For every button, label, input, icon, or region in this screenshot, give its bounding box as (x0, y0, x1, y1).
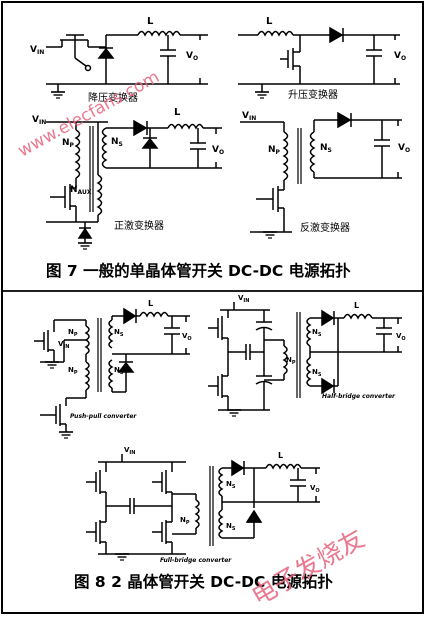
halfbridge-ns2-label: NS (312, 368, 322, 378)
flyback-np-label: NP (268, 145, 281, 156)
forward-np-label: NP (62, 138, 75, 149)
boost-inductor-label: L (266, 16, 273, 27)
pushpull-caption: Push-pull converter (70, 413, 137, 420)
flyback-label: 反激变换器 (300, 221, 350, 234)
halfbridge-converter (208, 302, 402, 411)
buck-converter (46, 30, 208, 92)
watermark-site: 电子发烧友 (247, 524, 370, 612)
pushpull-converter (34, 307, 190, 432)
flyback-ns-label: NS (320, 143, 332, 154)
halfbridge-inductor-label: L (354, 301, 359, 310)
fullbridge-vo-label: VO (310, 484, 320, 494)
pushpull-ns1-label: NS (114, 328, 124, 338)
fullbridge-inductor-label: L (278, 451, 283, 460)
halfbridge-ns1-label: NS (312, 328, 322, 338)
figure8-caption: 图 8 2 晶体管开关 DC-DC 电源拓扑 (74, 572, 333, 591)
fullbridge-caption: Full-bridge converter (160, 557, 232, 564)
forward-vin-label: VIN (32, 115, 46, 126)
fullbridge-ns1-label: NS (226, 480, 236, 490)
fullbridge-converter (86, 454, 320, 555)
flyback-vin-label: VIN (242, 111, 256, 122)
halfbridge-vo-label: VO (396, 332, 406, 342)
forward-inductor-label: L (174, 107, 181, 118)
forward-label: 正激变换器 (114, 219, 164, 232)
buck-label: 降压变换器 (88, 91, 138, 104)
buck-vin-label: VIN (30, 45, 44, 56)
halfbridge-caption: Half-bridge converter (322, 393, 396, 400)
buck-inductor-label: L (147, 16, 154, 27)
pushpull-vo-label: VO (182, 332, 192, 342)
pushpull-np1-label: NP (68, 328, 78, 338)
halfbridge-np-label: NP (286, 356, 296, 366)
flyback-vo-label: VO (398, 143, 410, 154)
flyback-converter (240, 111, 402, 233)
forward-naux-label: NAUX (70, 185, 92, 196)
boost-label: 升压变换器 (288, 88, 338, 101)
forward-vo-label: VO (212, 145, 224, 156)
boost-converter (238, 26, 400, 92)
forward-ns-label: NS (111, 137, 123, 148)
pushpull-inductor-label: L (148, 299, 153, 308)
boost-vo-label: VO (394, 51, 406, 62)
fullbridge-ns2-label: NS (226, 522, 236, 532)
figure7-caption: 图 7 一般的单晶体管开关 DC-DC 电源拓扑 (46, 261, 351, 280)
buck-vo-label: VO (186, 51, 198, 62)
fullbridge-np-label: NP (180, 516, 190, 526)
forward-converter (46, 119, 222, 243)
pushpull-vin-label: VIN (58, 340, 69, 350)
pushpull-np2-label: NP (68, 366, 78, 376)
pushpull-ns2-label: NS (114, 366, 124, 376)
halfbridge-vin-label: VIN (238, 294, 249, 304)
fullbridge-vin-label: VIN (124, 446, 135, 456)
